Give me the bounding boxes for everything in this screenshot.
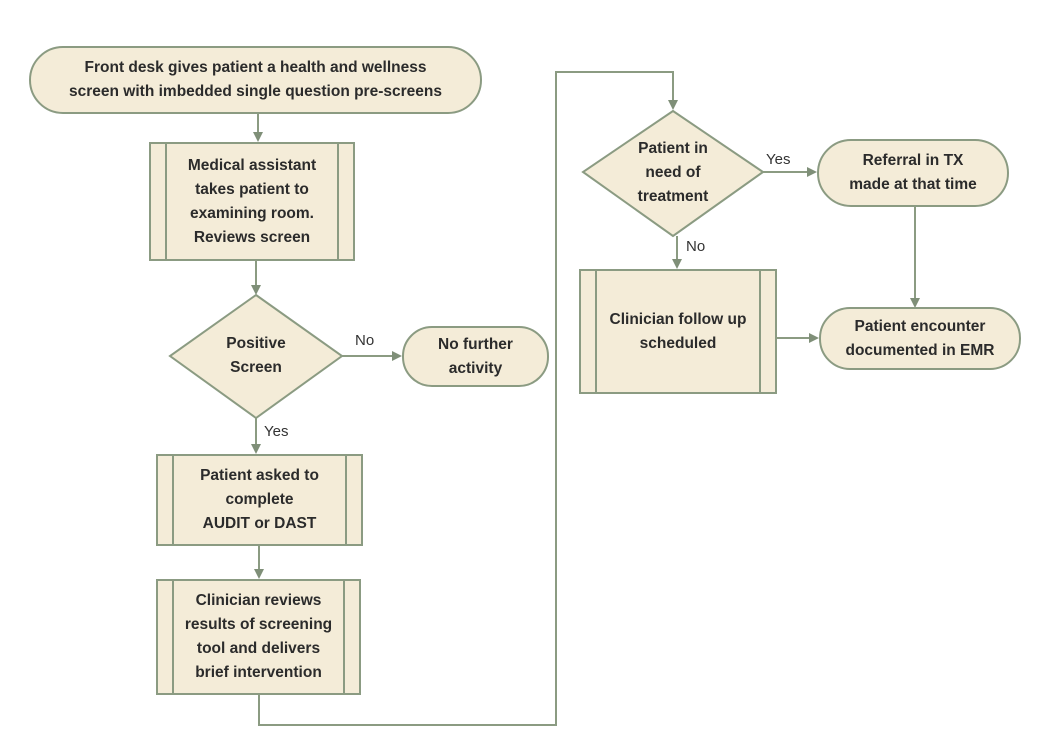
follow-up-process — [579, 269, 777, 394]
edge-clinician-to-treatment — [258, 71, 678, 726]
referral-label: Referral in TX made at that time — [849, 152, 977, 193]
need-treatment-label: Patient in need of treatment — [637, 140, 709, 205]
clinician-reviews-label: Clinician reviews results of screening t… — [184, 592, 333, 681]
positive-no-label: No — [355, 332, 375, 349]
medical-assistant-label: Medical assistant takes patient to exami… — [187, 156, 317, 246]
front-desk-terminator — [29, 46, 482, 114]
clinician-reviews-process — [156, 579, 361, 695]
referral-terminator — [817, 139, 1009, 207]
no-further-label: No further activity — [438, 335, 513, 377]
medical-assistant-process — [149, 142, 355, 261]
positive-screen-label: Positive Screen — [226, 335, 286, 376]
documented-terminator — [819, 307, 1021, 370]
no-further-terminator — [402, 326, 549, 387]
front-desk-label: Front desk gives patient a health and we… — [69, 59, 442, 100]
documented-label: Patient encounter documented in EMR — [845, 317, 995, 359]
audit-dast-label: Patient asked to complete AUDIT or DAST — [200, 467, 319, 532]
follow-up-label: Clinician follow up scheduled — [609, 310, 747, 352]
treatment-no-label: No — [686, 238, 706, 255]
positive-yes-label: Yes — [264, 423, 289, 440]
audit-dast-process — [156, 454, 363, 546]
treatment-yes-label: Yes — [766, 151, 791, 168]
need-treatment-decision — [581, 109, 765, 238]
positive-screen-decision — [168, 293, 344, 420]
